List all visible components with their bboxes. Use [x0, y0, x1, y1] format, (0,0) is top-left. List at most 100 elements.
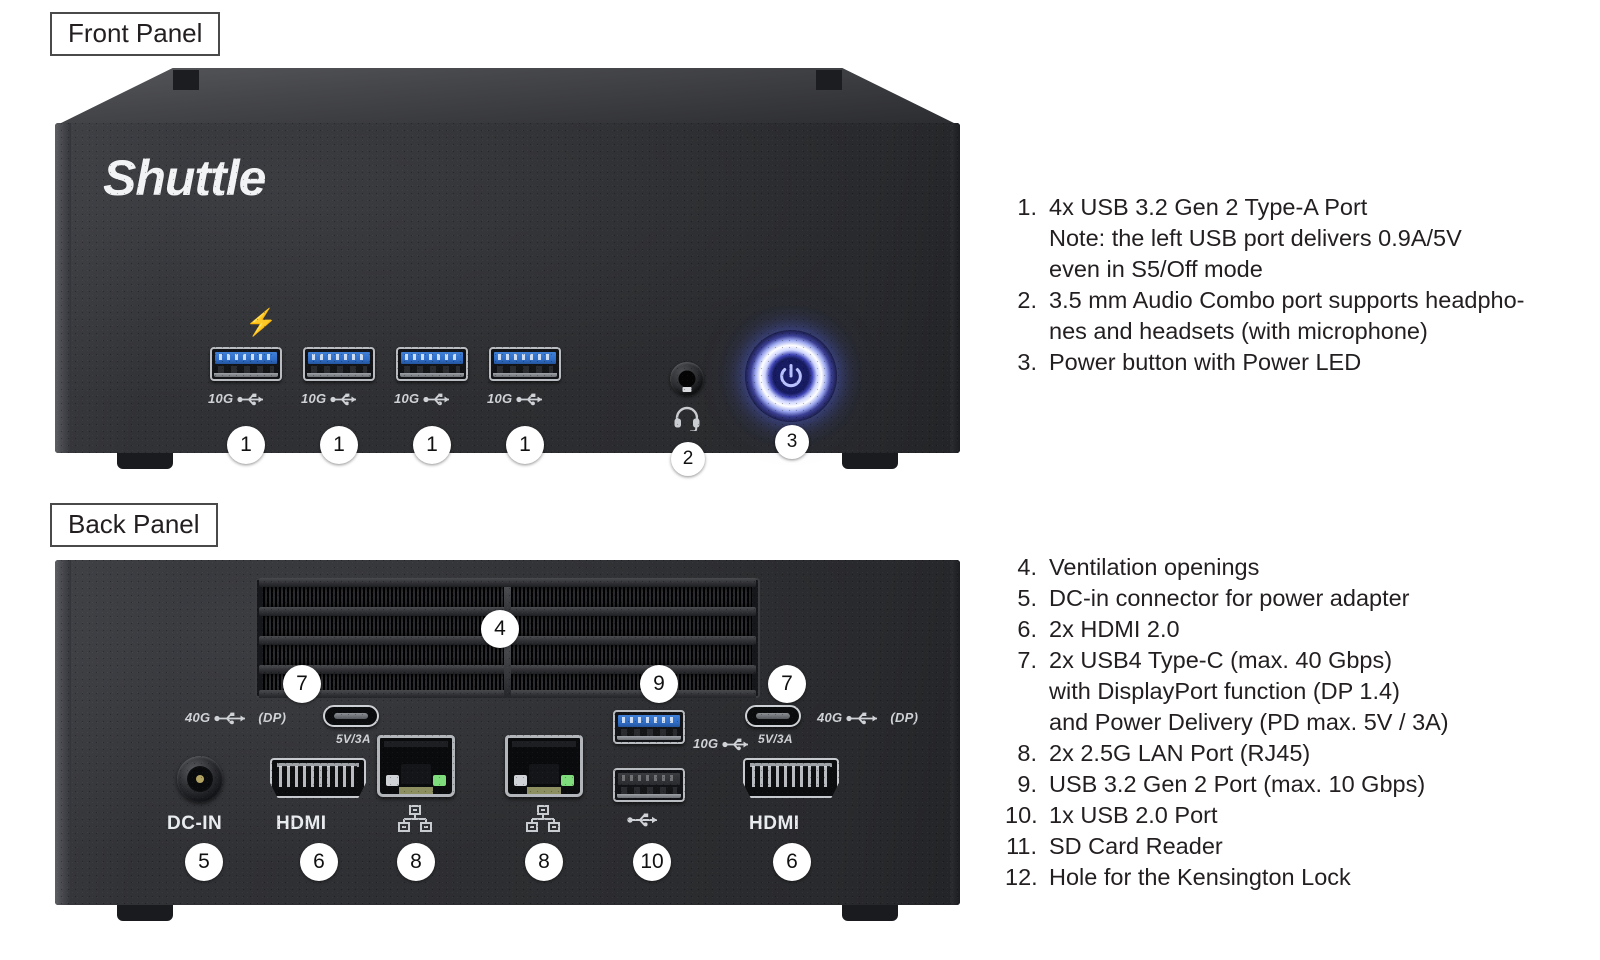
rj45-led-link — [433, 775, 446, 786]
callout-audio-jack: 2 — [671, 442, 705, 476]
back-chassis-foot-left — [117, 905, 173, 921]
audio-combo-jack[interactable] — [670, 362, 704, 396]
callout-front-usb-3: 1 — [413, 426, 451, 464]
hdmi-right-port[interactable] — [743, 758, 839, 798]
front-usb-4-speed-label: 10G — [487, 391, 550, 406]
back-bevel-left — [55, 560, 71, 905]
usb-pins — [497, 366, 553, 375]
callout-usb-3: 9 — [640, 665, 678, 703]
back-usb-3-speed-label: 10G — [693, 736, 756, 751]
usbc-right-speed-text: 40G — [817, 710, 843, 725]
usbc-left-speed-label: 40G (DP) — [185, 710, 286, 725]
back-usb-2-port[interactable] — [613, 768, 685, 802]
spec-text: DC-in connector for power adapter — [1049, 585, 1410, 611]
usb-tongue — [618, 715, 680, 727]
spec-text: Ventilation openings — [1049, 554, 1260, 580]
spec-text: 3.5 mm Audio Combo port supports headpho… — [1049, 287, 1525, 344]
rj45-led-link — [561, 775, 574, 786]
lid-notch-right — [816, 70, 842, 90]
usbc-left-dp-text: (DP) — [258, 710, 287, 725]
dc-in-jack[interactable] — [177, 756, 223, 802]
callout-hdmi-left: 6 — [300, 843, 338, 881]
chassis-foot-left — [117, 453, 173, 469]
lan-port-right[interactable] — [505, 735, 583, 797]
callout-front-usb-4: 1 — [506, 426, 544, 464]
hdmi-left-port[interactable] — [270, 758, 366, 798]
power-button[interactable] — [745, 330, 837, 422]
usb-trident-icon — [722, 738, 749, 751]
spec-item: 9. USB 3.2 Gen 2 Port (max. 10 Gbps) — [1005, 769, 1585, 800]
back-face: 40G (DP) 5V/3A DC-IN HDMI — [55, 560, 960, 905]
hdmi-left-caption: HDMI — [276, 813, 327, 834]
hdmi-bar — [277, 763, 359, 767]
usb-pins — [404, 366, 460, 375]
back-usb-3-port[interactable] — [613, 710, 685, 744]
usb-lip — [493, 373, 557, 377]
usb-tongue — [308, 352, 370, 364]
lan-port-left[interactable] — [377, 735, 455, 797]
back-panel-spec-list: 4. Ventilation openings 5. DC-in connect… — [1005, 552, 1585, 893]
spec-number: 9. — [1017, 771, 1037, 797]
vent-divider-bottom — [504, 645, 511, 698]
callout-front-usb-2: 1 — [320, 426, 358, 464]
back-usb-c-right-port[interactable] — [745, 705, 801, 727]
rj45-cavity — [512, 741, 576, 771]
front-bevel-left — [55, 123, 71, 453]
spec-number: 4. — [1017, 554, 1037, 580]
usb-bidirectional-icon — [214, 712, 246, 725]
usbc-right-power-label: 5V/3A — [758, 732, 793, 746]
usbc-left-speed-text: 40G — [185, 710, 211, 725]
usb-trident-icon-usb20 — [627, 813, 657, 827]
spec-number: 7. — [1017, 647, 1037, 673]
rj45-key — [529, 764, 559, 784]
callout-usb-2: 10 — [633, 843, 671, 881]
back-bevel-right — [950, 560, 960, 905]
hdmi-right-caption: HDMI — [749, 813, 800, 834]
usb-pins — [311, 366, 367, 375]
spec-item: 1. 4x USB 3.2 Gen 2 Type-A Port Note: th… — [1005, 192, 1585, 285]
callout-ventilation: 4 — [481, 610, 519, 648]
front-usb-3-speed-label: 10G — [394, 391, 457, 406]
rj45-tab-slot — [527, 787, 561, 794]
usb-tongue — [401, 352, 463, 364]
chassis-top-lid — [55, 68, 960, 126]
callout-hdmi-right: 6 — [773, 843, 811, 881]
spec-number: 2. — [1017, 287, 1037, 313]
usb-bidirectional-icon — [846, 712, 878, 725]
usb-trident-icon — [330, 393, 357, 406]
usb-trident-icon — [516, 393, 543, 406]
usb-tongue — [618, 773, 680, 785]
spec-number: 3. — [1017, 349, 1037, 375]
usbc-left-power-label: 5V/3A — [336, 732, 371, 746]
spec-number: 12. — [1005, 864, 1038, 890]
front-usb-port-4[interactable] — [489, 347, 561, 381]
spec-number: 10. — [1005, 802, 1038, 828]
spec-text: Hole for the Kensington Lock — [1049, 864, 1351, 890]
charging-bolt-icon: ⚡ — [245, 307, 278, 337]
front-face: Shuttle ⚡ 10G — [55, 123, 960, 476]
front-usb-port-1[interactable] — [210, 347, 282, 381]
vent-rib — [259, 578, 756, 587]
rj45-tab-slot — [399, 787, 433, 794]
network-icon-right — [526, 805, 560, 832]
network-icon-left — [398, 805, 432, 832]
usb-4-speed-text: 10G — [487, 391, 513, 406]
spec-text: 4x USB 3.2 Gen 2 Type-A Port Note: the l… — [1049, 194, 1462, 282]
spec-item: 4. Ventilation openings — [1005, 552, 1585, 583]
back-chassis-image: 40G (DP) 5V/3A DC-IN HDMI — [55, 560, 960, 921]
front-usb-port-2[interactable] — [303, 347, 375, 381]
callout-usb-c-right: 7 — [768, 665, 806, 703]
hdmi-bar — [750, 763, 832, 767]
usbc-right-dp-text: (DP) — [890, 710, 919, 725]
back-usb-c-left-port[interactable] — [323, 705, 379, 727]
callout-power-button: 3 — [775, 425, 809, 459]
front-usb-port-3[interactable] — [396, 347, 468, 381]
headset-icon — [674, 406, 700, 431]
spec-item: 6. 2x HDMI 2.0 — [1005, 614, 1585, 645]
front-panel-label: Front Panel — [50, 12, 221, 56]
spec-number: 1. — [1017, 194, 1037, 220]
spec-item: 7. 2x USB4 Type-C (max. 40 Gbps) with Di… — [1005, 645, 1585, 738]
spec-text: SD Card Reader — [1049, 833, 1223, 859]
spec-number: 5. — [1017, 585, 1037, 611]
back-chassis-foot-right — [842, 905, 898, 921]
